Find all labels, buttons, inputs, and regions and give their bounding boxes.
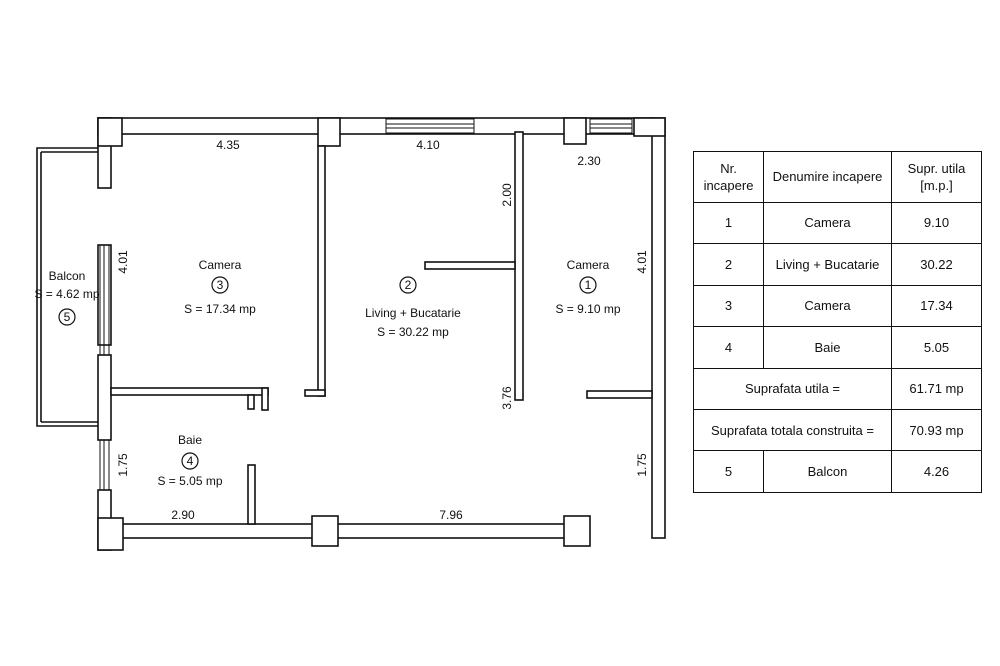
room-number: 4: [187, 454, 194, 468]
room-number-circle: [579, 276, 597, 294]
area-legend-table: Nr. incapere Denumire incapere Supr. uti…: [693, 151, 982, 493]
dim-7-96: 7.96: [439, 508, 463, 522]
interior-walls: [110, 131, 653, 525]
cell-nr: 4: [693, 326, 764, 369]
room-number: 1: [585, 278, 592, 292]
cell-name: Living + Bucatarie: [763, 243, 892, 286]
room-camera-1: Camera 1 S = 9.10 mp: [555, 258, 620, 316]
cell-nr: 1: [693, 201, 764, 245]
dim-2-30: 2.30: [577, 154, 601, 168]
table-row: 4 Baie 5.05: [693, 326, 982, 369]
room-number: 3: [217, 278, 224, 292]
cell-area: 30.22: [891, 243, 982, 286]
dim-4-01-left: 4.01: [116, 250, 130, 274]
cell-name: Camera: [763, 284, 892, 328]
cell-nr: 5: [693, 450, 764, 493]
room-label: Camera: [199, 258, 242, 272]
total-area-row: Suprafata totala construita = 70.93 mp: [693, 408, 982, 452]
cell-name: Baie: [763, 326, 892, 369]
cell-area: 17.34: [891, 284, 982, 328]
room-label: Baie: [178, 433, 202, 447]
room-balcon-5: Balcon S = 4.62 mp 5: [34, 269, 100, 326]
room-area: S = 9.10 mp: [555, 302, 620, 316]
dim-1-75-left: 1.75: [116, 453, 130, 477]
room-living-2: 2 Living + Bucatarie S = 30.22 mp: [365, 276, 461, 339]
header-name: Denumire incapere: [763, 151, 892, 203]
cell-name: Balcon: [763, 450, 892, 493]
dimensions: 4.35 4.10 2.30 2.00 4.01 4.01 3.76 1.75 …: [116, 138, 649, 522]
cell-area: 5.05: [891, 326, 982, 369]
room-area: S = 5.05 mp: [157, 474, 222, 488]
table-row: 3 Camera 17.34: [693, 284, 982, 328]
table-row: 2 Living + Bucatarie 30.22: [693, 243, 982, 286]
dim-3-76: 3.76: [500, 386, 514, 410]
floor-plan: 4.35 4.10 2.30 2.00 4.01 4.01 3.76 1.75 …: [34, 117, 666, 551]
room-number-circle: [58, 308, 76, 326]
cell-name: Camera: [763, 201, 892, 245]
legend-header-row: Nr. incapere Denumire incapere Supr. uti…: [693, 151, 982, 203]
room-area: S = 17.34 mp: [184, 302, 256, 316]
windows: [99, 118, 633, 491]
total-area-label: Suprafata totala construita =: [693, 408, 892, 452]
room-label: Living + Bucatarie: [365, 306, 461, 320]
room-area: S = 30.22 mp: [377, 325, 449, 339]
dim-4-35: 4.35: [216, 138, 240, 152]
room-number: 2: [405, 278, 412, 292]
table-row: 1 Camera 9.10: [693, 201, 982, 245]
room-number-circle: [399, 276, 417, 294]
header-area: Supr. utila [m.p.]: [891, 151, 982, 203]
room-label: Balcon: [49, 269, 86, 283]
room-label: Camera: [567, 258, 610, 272]
room-area: S = 4.62 mp: [34, 287, 99, 301]
dim-2-00: 2.00: [500, 183, 514, 207]
dim-4-01-right: 4.01: [635, 250, 649, 274]
dim-1-75-right: 1.75: [635, 453, 649, 477]
header-nr: Nr. incapere: [693, 151, 764, 203]
util-area-label: Suprafata utila =: [693, 367, 892, 411]
util-area-row: Suprafata utila = 61.71 mp: [693, 367, 982, 411]
cell-nr: 2: [693, 243, 764, 286]
room-number-circle: [181, 452, 199, 470]
cell-area: 4.26: [891, 450, 982, 493]
room-camera-3: Camera 3 S = 17.34 mp: [184, 258, 256, 316]
dim-2-90: 2.90: [171, 508, 195, 522]
room-baie-4: Baie 4 S = 5.05 mp: [157, 433, 222, 488]
balcony: [36, 147, 98, 427]
cell-area: 9.10: [891, 201, 982, 245]
room-number-circle: [211, 276, 229, 294]
util-area-value: 61.71 mp: [891, 367, 982, 411]
balcony-row: 5 Balcon 4.26: [693, 450, 982, 493]
dim-4-10: 4.10: [416, 138, 440, 152]
cell-nr: 3: [693, 284, 764, 328]
room-number: 5: [64, 310, 71, 324]
total-area-value: 70.93 mp: [891, 408, 982, 452]
